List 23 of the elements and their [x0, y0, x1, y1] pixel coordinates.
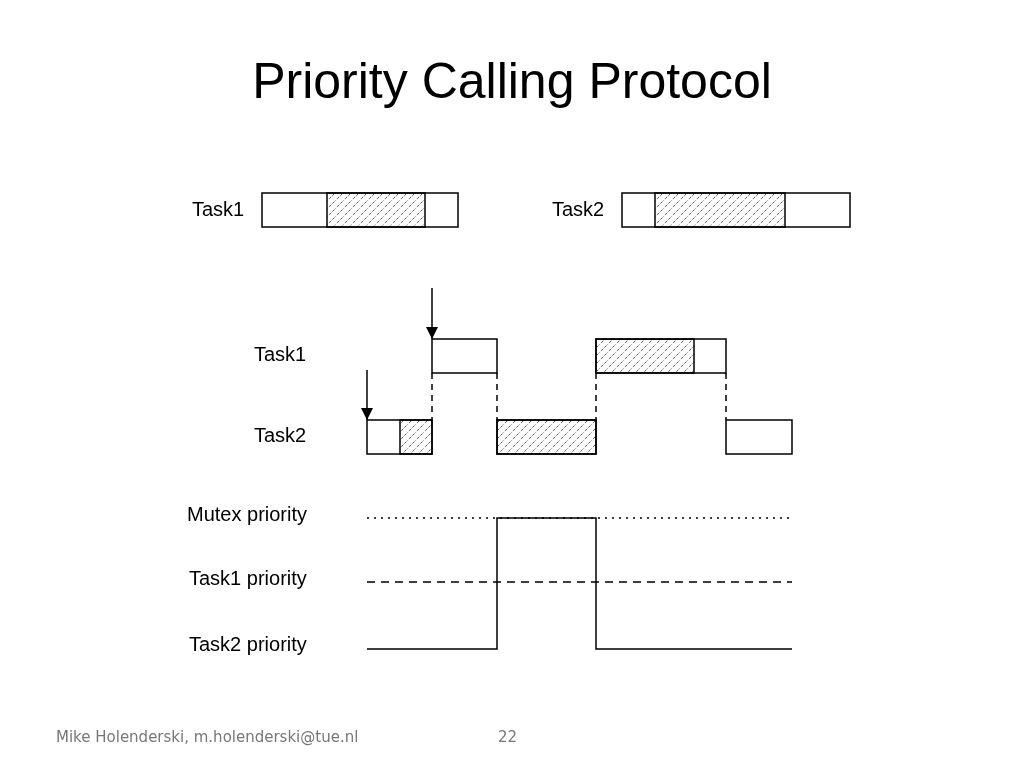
execution-bar — [621, 192, 851, 228]
arrow — [361, 369, 373, 421]
priority-label: Task2 priority — [189, 633, 307, 656]
task-label: Task2 — [254, 424, 307, 447]
connector-line — [725, 372, 727, 421]
connector-line — [595, 372, 597, 421]
execution-bar — [496, 419, 597, 455]
arrow — [426, 287, 438, 340]
slide-title: Priority Calling Protocol — [251, 52, 773, 110]
execution-bar — [595, 338, 727, 374]
execution-bar — [366, 419, 433, 455]
connector-line — [496, 372, 498, 421]
priority-label: Task1 priority — [189, 567, 307, 590]
task-label: Task1 — [192, 198, 245, 221]
task-label: Task1 — [254, 343, 307, 366]
execution-bar — [725, 419, 793, 455]
page-number: 22 — [498, 728, 518, 746]
priority-label: Mutex priority — [187, 503, 308, 526]
execution-bar — [431, 338, 498, 374]
execution-bar — [261, 192, 459, 228]
task-label: Task2 — [552, 198, 605, 221]
footer-text: Mike Holenderski, m.holenderski@tue.nl — [56, 728, 359, 746]
connector-line — [431, 372, 433, 421]
